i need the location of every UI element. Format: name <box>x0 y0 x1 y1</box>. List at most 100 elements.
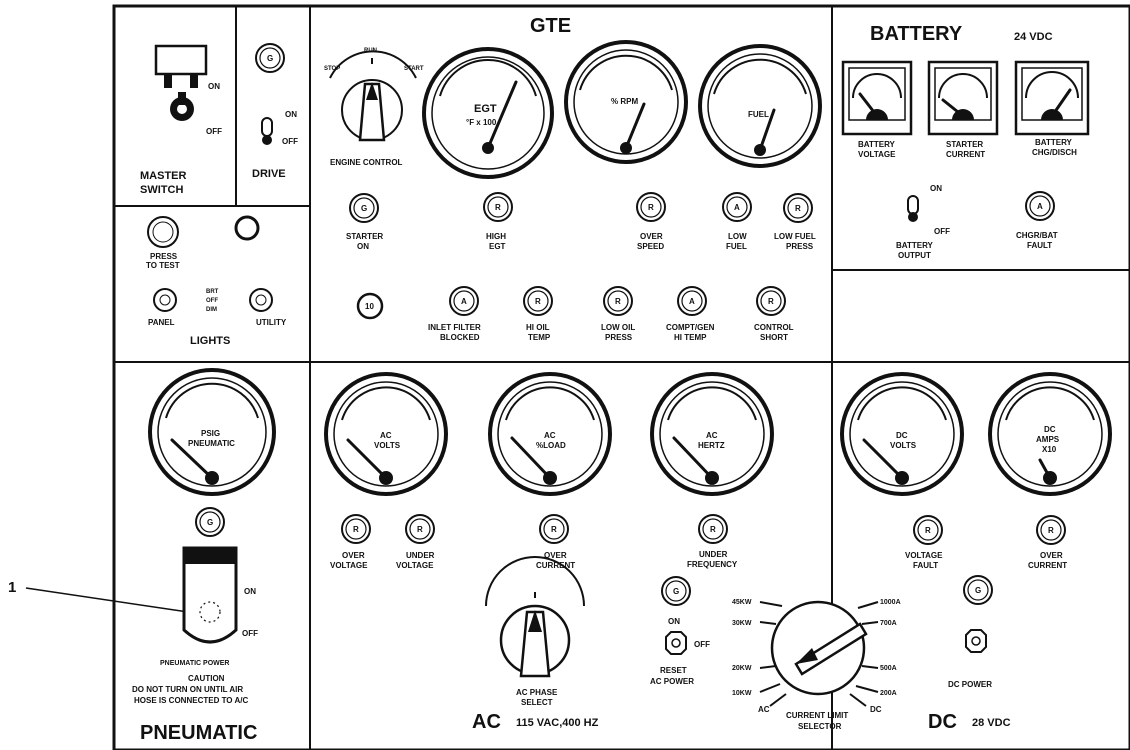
panel-label: PANEL <box>148 318 175 327</box>
drive-off-label: OFF <box>282 137 298 146</box>
svg-text:AMPS: AMPS <box>1036 435 1060 444</box>
press-to-test-button[interactable] <box>147 216 179 248</box>
drive-lamp: G <box>255 43 285 73</box>
svg-text:A: A <box>1037 202 1043 211</box>
control-short-label-1: CONTROL <box>754 323 794 332</box>
engine-control-knob[interactable] <box>329 50 417 142</box>
panel-light-knob[interactable] <box>153 288 177 312</box>
caution-line-2: DO NOT TURN ON UNTIL AIR <box>132 685 243 694</box>
svg-text:R: R <box>925 526 931 535</box>
battery-output-toggle[interactable] <box>907 195 919 222</box>
lights-sw-dim: DIM <box>206 307 217 313</box>
press-to-test-label-2: TO TEST <box>146 261 180 270</box>
lamp-over-speed: R <box>636 192 666 222</box>
svg-text:R: R <box>1048 526 1054 535</box>
svg-text:%LOAD: %LOAD <box>536 441 566 450</box>
battery-section: BATTERY 24 VDC BATTERY VOLTAGE STARTER C… <box>841 23 1090 260</box>
svg-text:A: A <box>689 297 695 306</box>
pneumatic-section: PSIG PNEUMATIC G ON OFF PNEUMATIC POWER … <box>132 368 276 744</box>
svg-text:R: R <box>417 525 423 534</box>
lights-section: PRESS TO TEST BRT OFF DIM PANEL UTILITY … <box>146 215 287 347</box>
hi-oil-temp-label-1: HI OIL <box>526 323 550 332</box>
starter-on-label-1: STARTER <box>346 232 383 241</box>
master-switch-toggle[interactable] <box>170 92 194 121</box>
pneumatic-off-label: OFF <box>242 629 258 638</box>
dc-amps-gauge: DC AMPS X10 <box>988 372 1112 496</box>
egt-sub-label: °F x 100 <box>466 118 497 127</box>
utility-light-knob[interactable] <box>249 288 273 312</box>
battery-sw-off: OFF <box>934 227 950 236</box>
ac-volts-gauge: AC VOLTS <box>324 372 448 496</box>
pneumatic-on-label: ON <box>244 587 256 596</box>
under-frequency-label-2: FREQUENCY <box>687 560 738 569</box>
ec-run-label: RUN <box>364 48 377 54</box>
selector-10kw: 10KW <box>732 690 752 697</box>
dc-power-switch[interactable] <box>965 629 987 653</box>
voltage-fault-label-2: FAULT <box>913 561 938 570</box>
master-label-2: SWITCH <box>140 184 183 196</box>
ac-phase-select-knob[interactable] <box>485 556 585 678</box>
battery-chg-label-1: BATTERY <box>1035 138 1073 147</box>
low-fuel-label-1: LOW <box>728 232 747 241</box>
svg-text:R: R <box>353 525 359 534</box>
svg-text:X10: X10 <box>1042 445 1057 454</box>
gte-section: GTE STOP RUN START ENGINE CONTROL EGT °F… <box>324 15 822 342</box>
lamp-under-frequency: R <box>698 514 728 544</box>
lamp-inlet-filter: A <box>449 286 479 316</box>
lamp-low-fuel: A <box>722 192 752 222</box>
ac-load-gauge: AC %LOAD <box>488 372 612 496</box>
caution-line-3: HOSE IS CONNECTED TO A/C <box>134 696 248 705</box>
lamp-compt-gen: A <box>677 286 707 316</box>
svg-text:R: R <box>710 525 716 534</box>
selector-700a: 700A <box>880 620 897 627</box>
battery-voltage-label-2: VOLTAGE <box>858 150 896 159</box>
master-off-label: OFF <box>206 127 222 136</box>
starter-on-label-2: ON <box>357 242 369 251</box>
ac-power-switch[interactable] <box>665 631 687 655</box>
svg-text:HERTZ: HERTZ <box>698 441 725 450</box>
battery-sw-on: ON <box>930 184 942 193</box>
hourmeter: 10 <box>356 292 384 320</box>
dc-rating: 28 VDC <box>972 717 1011 729</box>
ac-section: AC VOLTS AC %LOAD AC HERTZ R OVER VOLTAG… <box>324 372 774 733</box>
pneumatic-power-switch[interactable] <box>182 546 238 644</box>
dc-volts-gauge: DC VOLTS <box>840 372 964 496</box>
dc-title: DC <box>928 711 957 733</box>
ac-phase-label-2: SELECT <box>521 698 553 707</box>
callout: 1 <box>8 579 189 613</box>
ac-power-on-label: ON <box>668 617 680 626</box>
current-limit-selector[interactable] <box>759 600 879 707</box>
selector-ac-label: AC <box>758 705 770 714</box>
battery-voltage-label-1: BATTERY <box>858 140 896 149</box>
high-egt-label-2: EGT <box>489 242 506 251</box>
battery-title: BATTERY <box>870 23 963 45</box>
lights-title: LIGHTS <box>190 335 230 347</box>
under-voltage-label-1: UNDER <box>406 551 435 560</box>
pneumatic-title: PNEUMATIC <box>140 722 257 744</box>
selector-30kw: 30KW <box>732 620 752 627</box>
chgr-bat-fault-label-2: FAULT <box>1027 241 1052 250</box>
pneumatic-power-label: PNEUMATIC POWER <box>160 660 229 667</box>
lamp-low-oil-press: R <box>603 286 633 316</box>
dc-power-lamp: G <box>963 575 993 605</box>
svg-text:G: G <box>361 204 367 213</box>
lamp-control-short: R <box>756 286 786 316</box>
fuel-gauge: FUEL <box>698 44 822 168</box>
lamp-high-egt: R <box>483 192 513 222</box>
drive-toggle[interactable] <box>261 117 273 145</box>
rpm-label: % RPM <box>611 97 638 106</box>
psig-pneumatic-gauge: PSIG PNEUMATIC <box>148 368 276 496</box>
ac-hertz-gauge: AC HERTZ <box>650 372 774 496</box>
ac-over-current-label-2: CURRENT <box>536 561 575 570</box>
ac-phase-label-1: AC PHASE <box>516 688 558 697</box>
svg-text:VOLTS: VOLTS <box>890 441 917 450</box>
battery-voltage-meter <box>841 60 913 136</box>
lamp-chgr-bat-fault: A <box>1025 191 1055 221</box>
under-voltage-label-2: VOLTAGE <box>396 561 434 570</box>
ac-power-lamp: G <box>661 576 691 606</box>
svg-text:G: G <box>673 587 679 596</box>
starter-current-label-1: STARTER <box>946 140 983 149</box>
starter-current-label-2: CURRENT <box>946 150 985 159</box>
lamp-over-voltage: R <box>341 514 371 544</box>
dc-over-current-label-2: CURRENT <box>1028 561 1067 570</box>
